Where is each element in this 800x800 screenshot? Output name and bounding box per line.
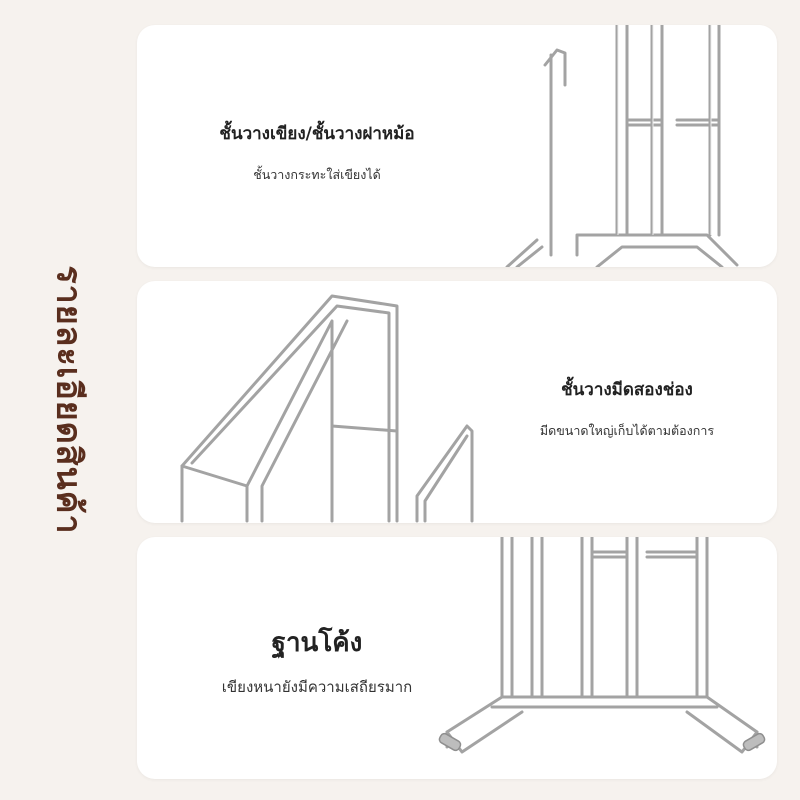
feature-card-rack: ชั้นวางเขียง/ชั้นวางฝาหม้อ ชั้นวางกระทะใ… [137,25,777,267]
card-text: ชั้นวางมีดสองช่อง มีดขนาดใหญ่เก็บได้ตามต… [497,376,757,441]
side-title-text: รายละเอียดสินค้า [49,265,89,535]
card-title: ชั้นวางเขียง/ชั้นวางฝาหม้อ [219,124,415,144]
card-subtitle: เขียงหนายังมีความเสถียรมาก [221,678,413,696]
knife-rack-icon [180,294,474,523]
rack-hook-icon [505,25,739,267]
card-subtitle: มีดขนาดใหญ่เก็บได้ตามต้องการ [539,423,715,438]
curved-base-icon [438,537,766,754]
card-text: ชั้นวางเขียง/ชั้นวางฝาหม้อ ชั้นวางกระทะใ… [167,120,467,185]
card-title: ชั้นวางมีดสองช่อง [561,380,693,400]
card-title: ฐานโค้ง [271,628,363,658]
feature-card-base: ฐานโค้ง เขียงหนายังมีความเสถียรมาก [137,537,777,779]
card-subtitle: ชั้นวางกระทะใส่เขียงได้ [253,167,381,182]
card-text: ฐานโค้ง เขียงหนายังมีความเสถียรมาก [167,622,467,699]
feature-card-knife: ชั้นวางมีดสองช่อง มีดขนาดใหญ่เก็บได้ตามต… [137,281,777,523]
side-title: รายละเอียดสินค้า [30,160,110,640]
